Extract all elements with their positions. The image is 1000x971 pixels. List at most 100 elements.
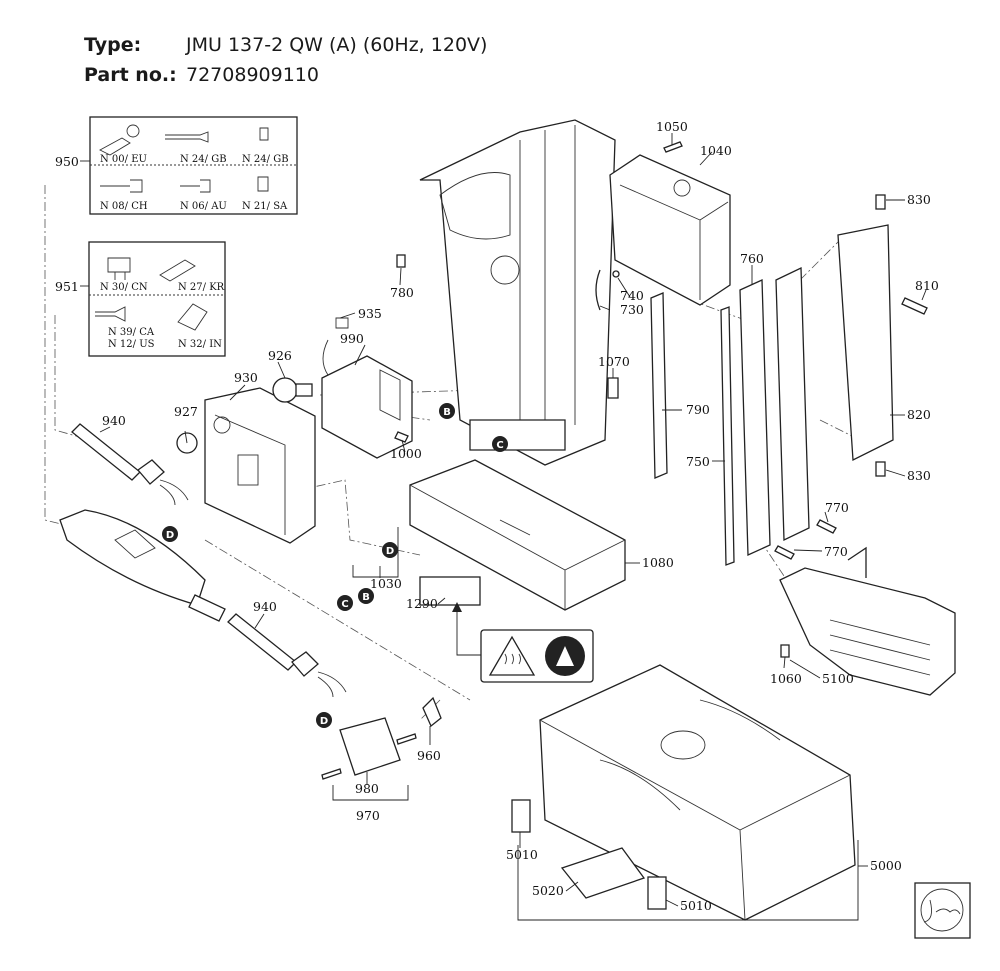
- svg-text:B: B: [443, 407, 451, 418]
- plug-label-951-1: N 30/ CN: [100, 282, 148, 293]
- label-1040: 1040: [700, 143, 732, 158]
- label-740: 740: [620, 288, 644, 303]
- label-1070: 1070: [598, 354, 630, 369]
- marker-d-3: D: [316, 712, 332, 728]
- plug-label-950-3: N 24/ GB: [242, 154, 289, 165]
- screw-740: [612, 270, 620, 278]
- latch-5010-left: [511, 799, 531, 833]
- label-950: 950: [55, 154, 79, 169]
- circuit-board-990: [321, 317, 413, 459]
- label-970: 970: [356, 808, 380, 823]
- label-927: 927: [174, 404, 198, 419]
- label-790: 790: [686, 402, 710, 417]
- clip-960: [422, 696, 442, 728]
- cover-1040: [609, 154, 731, 306]
- marker-d-1: D: [382, 542, 398, 558]
- leader-lines: [80, 133, 927, 907]
- cover-980: [339, 717, 401, 776]
- slide-760: [739, 279, 771, 556]
- label-1290: [419, 576, 481, 606]
- label-770-b: 770: [824, 544, 848, 559]
- label-760: 760: [740, 251, 764, 266]
- guide-rail: [775, 266, 810, 542]
- control-housing-930: [204, 387, 316, 544]
- svg-text:D: D: [386, 546, 394, 557]
- label-750: 750: [686, 454, 710, 469]
- warning-signs: [452, 602, 594, 683]
- screw-1070: [607, 377, 619, 399]
- part-value: 72708909110: [186, 64, 319, 86]
- plug-box-950: N 00/ EU N 24/ GB N 24/ GB N 08/ CH N 06…: [89, 116, 298, 215]
- screw-830-bottom: [875, 461, 886, 477]
- label-930: 930: [234, 370, 258, 385]
- screw-830-top: [875, 194, 886, 210]
- svg-text:C: C: [341, 599, 348, 610]
- type-value: JMU 137-2 QW (A) (60Hz, 120V): [186, 34, 488, 56]
- label-980: 980: [355, 781, 379, 796]
- screw-1000: [394, 431, 409, 443]
- label-1000: 1000: [390, 446, 422, 461]
- screw-770-a: [816, 519, 837, 534]
- plug-label-950-5: N 06/ AU: [180, 201, 227, 212]
- screw-1060: [780, 644, 790, 658]
- marker-b-2: B: [358, 588, 374, 604]
- svg-text:D: D: [320, 716, 328, 727]
- plug-label-951-4: N 12/ US: [108, 339, 155, 350]
- screw-810: [901, 297, 928, 315]
- latch-5010-right: [647, 876, 667, 910]
- pin-780: [396, 254, 406, 268]
- screw-right-980: [396, 733, 417, 745]
- header-type: Type:JMU 137-2 QW (A) (60Hz, 120V): [84, 34, 487, 56]
- label-5100: 5100: [822, 671, 854, 686]
- label-830-top: 830: [907, 192, 931, 207]
- label-940-upper: 940: [102, 413, 126, 428]
- cover-820: [837, 224, 894, 462]
- insert-5020: [560, 847, 646, 899]
- guard-5100: [779, 546, 956, 696]
- plug-box-951: N 30/ CN N 27/ KR N 39/ CA N 12/ US N 32…: [88, 241, 226, 357]
- screw-1050: [663, 141, 683, 153]
- header-part: Part no.:72708909110: [84, 64, 319, 86]
- label-810: 810: [915, 278, 939, 293]
- label-960: 960: [417, 748, 441, 763]
- plug-label-951-3: N 39/ CA: [108, 327, 155, 338]
- strip-750: [720, 306, 735, 566]
- cable-940-lower: [227, 613, 347, 698]
- cable-940-upper: [71, 423, 189, 506]
- screw-770-b: [774, 545, 795, 560]
- label-5010-left: 5010: [506, 847, 538, 862]
- plug-label-951-5: N 32/ IN: [178, 339, 222, 350]
- label-5010-right: 5010: [680, 898, 712, 913]
- label-730: 730: [620, 302, 644, 317]
- label-935: 935: [358, 306, 382, 321]
- marker-b-1: B: [439, 403, 455, 419]
- plug-label-951-2: N 27/ KR: [178, 282, 225, 293]
- label-780: 780: [390, 285, 414, 300]
- spring-730: [595, 269, 601, 311]
- label-951: 951: [55, 279, 79, 294]
- label-940-lower: 940: [253, 599, 277, 614]
- bracket-5000: [517, 840, 859, 921]
- label-926: 926: [268, 348, 292, 363]
- label-1290: 1290: [406, 596, 438, 611]
- marker-c-2: C: [337, 595, 353, 611]
- label-1060: 1060: [770, 671, 802, 686]
- label-5000: 5000: [870, 858, 902, 873]
- label-5020: 5020: [532, 883, 564, 898]
- label-770-a: 770: [825, 500, 849, 515]
- plug-label-950-1: N 00/ EU: [100, 154, 147, 165]
- label-820: 820: [907, 407, 931, 422]
- bracket-1030: [352, 527, 399, 578]
- drill-motor: [59, 509, 226, 622]
- svg-text:C: C: [496, 440, 503, 451]
- magnetic-base-1080: [409, 459, 626, 611]
- switch-926: [272, 377, 313, 403]
- label-1080: 1080: [642, 555, 674, 570]
- label-1050: 1050: [656, 119, 688, 134]
- rack-790: [650, 292, 668, 479]
- plug-label-950-6: N 21/ SA: [242, 201, 288, 212]
- bracket-970: [332, 785, 409, 801]
- fein-logo-icon: [914, 882, 971, 939]
- svg-text:B: B: [362, 592, 370, 603]
